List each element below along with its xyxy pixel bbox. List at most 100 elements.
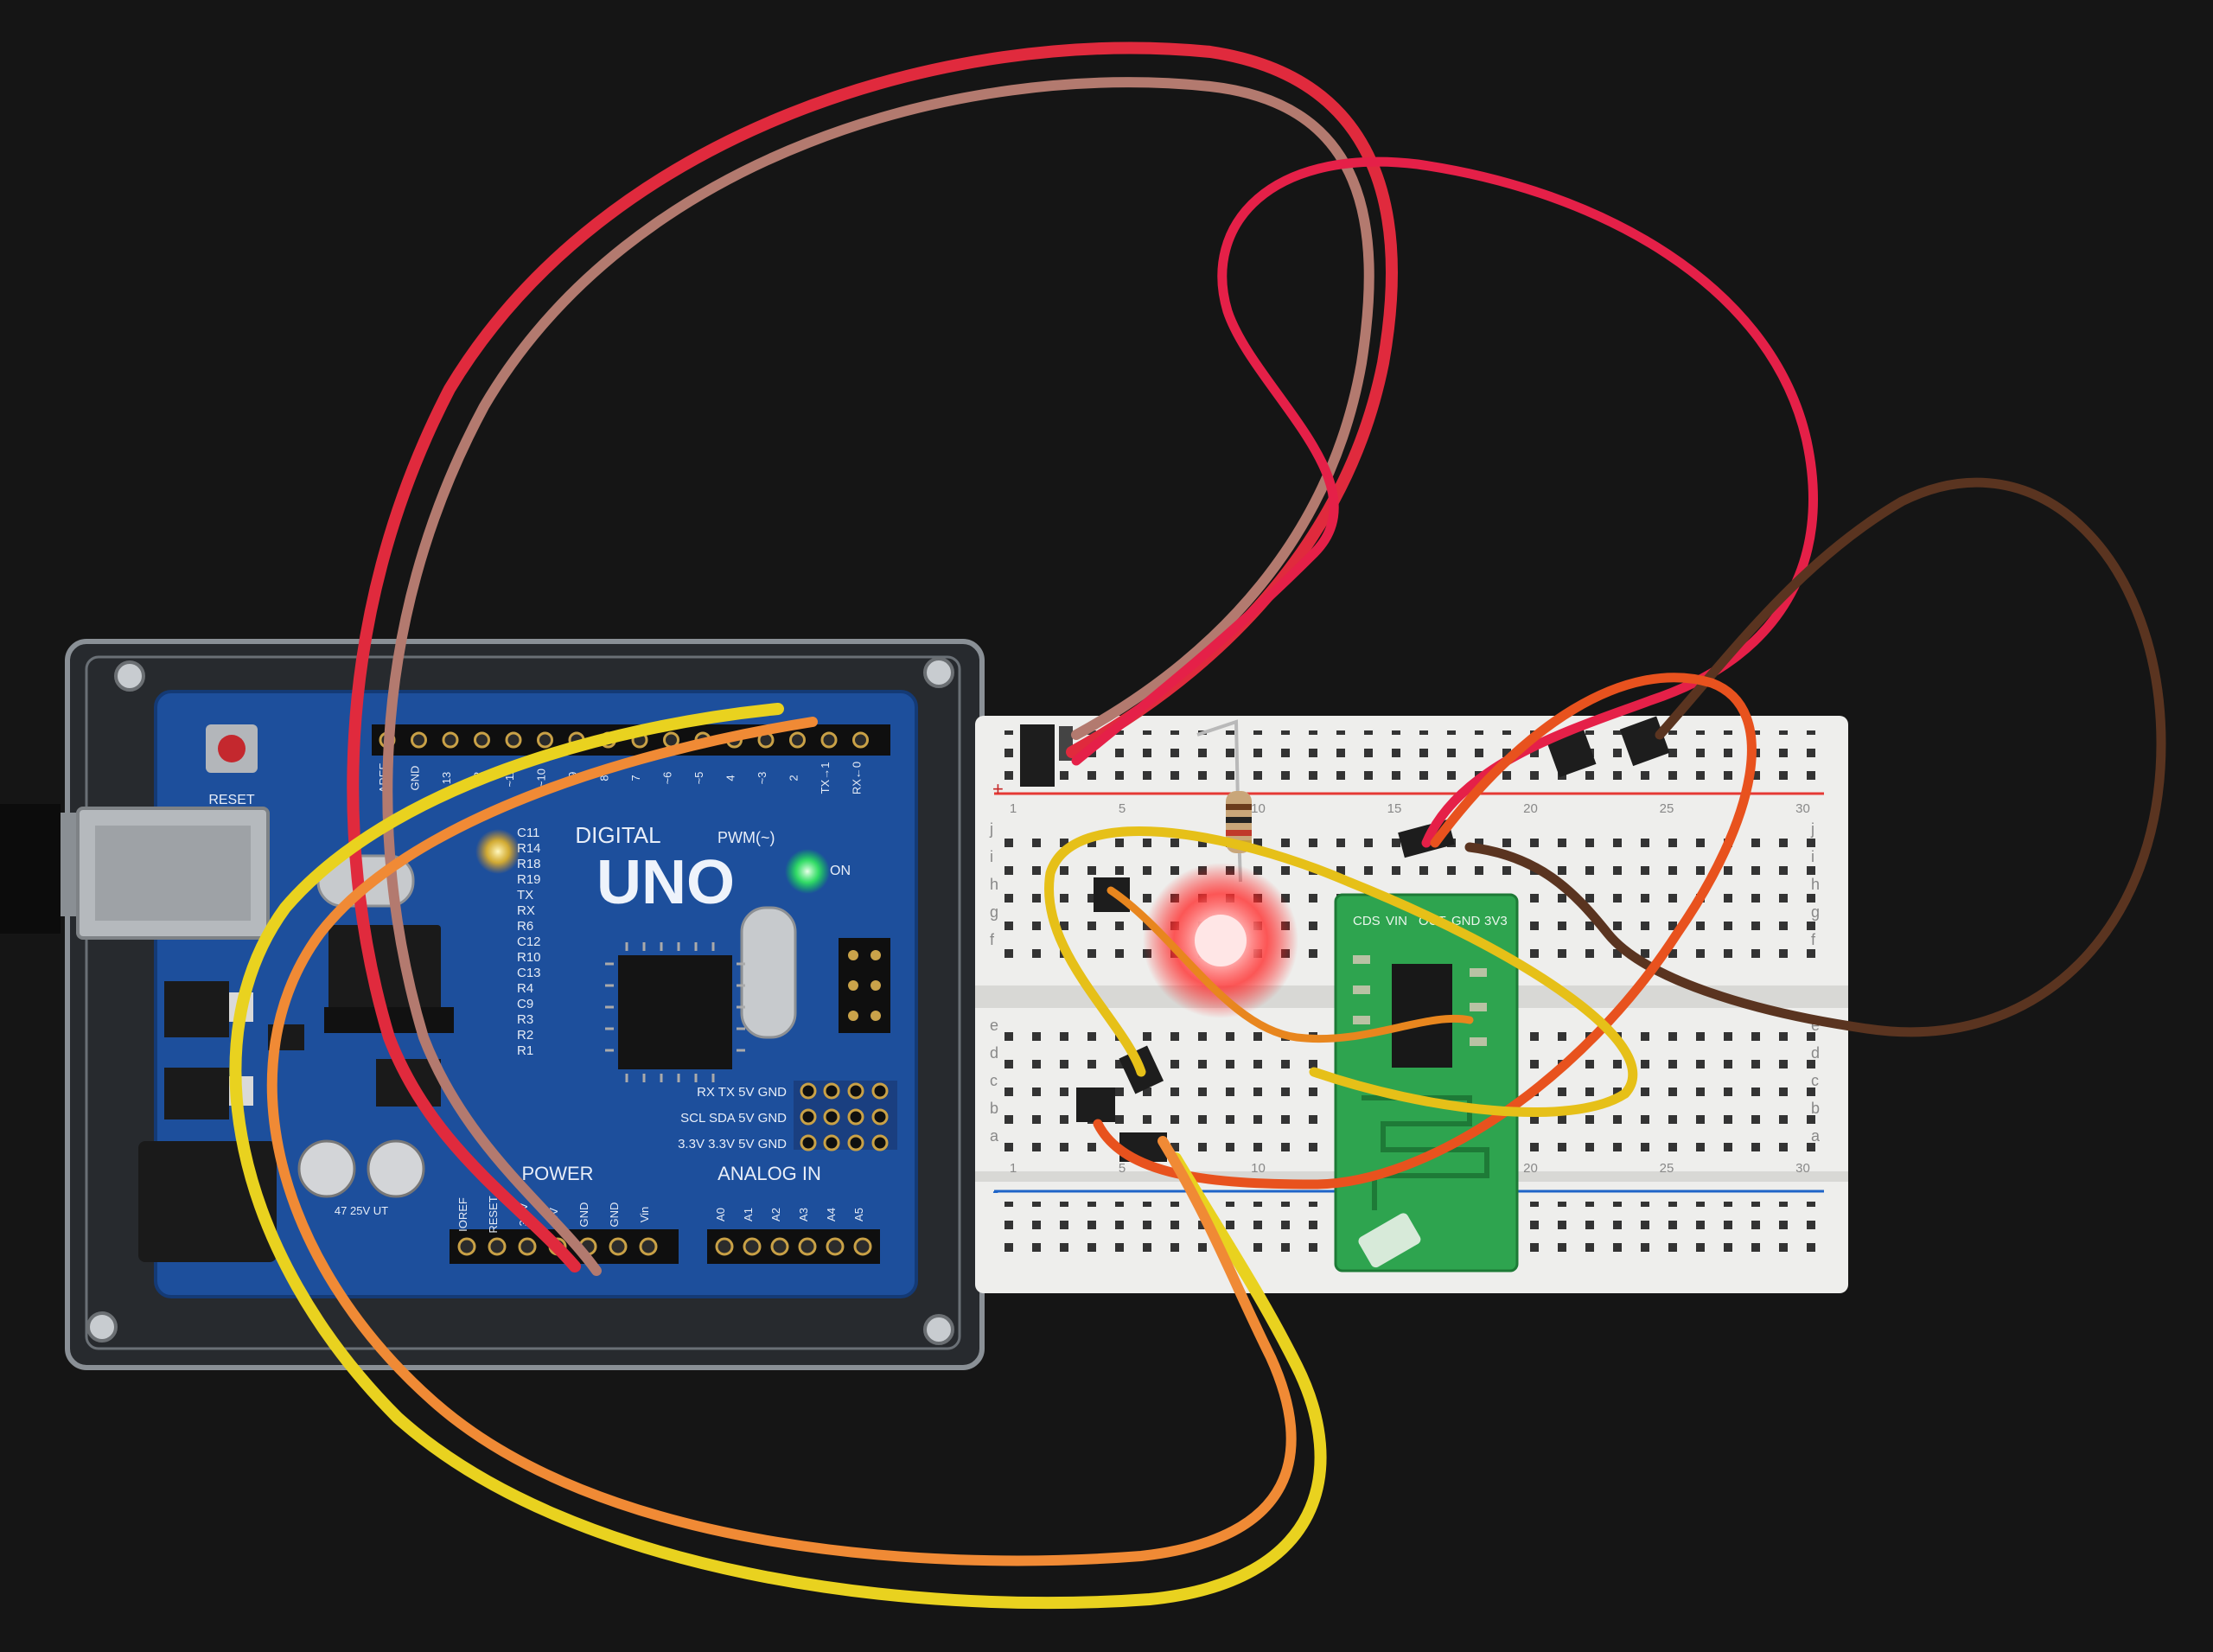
row-letter-top: j — [989, 820, 993, 838]
row-letter-top: g — [990, 903, 998, 921]
row-letter-top-right: g — [1811, 903, 1820, 921]
analog-pin-label: A0 — [714, 1208, 727, 1221]
digital-label: DIGITAL — [575, 822, 660, 848]
row-letter-top-right: f — [1811, 931, 1816, 948]
silkscreen-label: C13 — [517, 966, 541, 980]
row-letter-top-right: i — [1811, 848, 1814, 865]
column-number-top: 25 — [1660, 801, 1674, 816]
power-pin-label: GND — [577, 1202, 590, 1228]
power-pin-hole — [609, 1237, 628, 1256]
wire-brown-loop — [382, 77, 1374, 1276]
analog-pin-hole — [798, 1237, 817, 1256]
power-pin-hole — [518, 1237, 537, 1256]
column-number-bottom: 1 — [1010, 1161, 1017, 1176]
row-letter-bottom-right: d — [1811, 1044, 1820, 1062]
silkscreen-label: C12 — [517, 934, 541, 949]
digital-pin-hole — [820, 731, 838, 749]
wire-yellow-mid — [1044, 826, 1638, 1117]
header-row-1: RX TX 5V GND — [697, 1085, 787, 1100]
digital-pin-label: TX→1 — [819, 762, 832, 794]
pwm-label: PWM(~) — [717, 829, 775, 846]
red-led — [1143, 863, 1298, 1018]
row-letter-bottom-right: e — [1811, 1017, 1820, 1034]
row-letter-bottom: d — [990, 1044, 998, 1062]
reset-button[interactable]: RESET — [206, 724, 258, 807]
silkscreen-label: R10 — [517, 950, 541, 965]
power-pin-hole — [639, 1237, 658, 1256]
column-number-top: 30 — [1795, 801, 1810, 816]
digital-pin-hole — [411, 731, 427, 749]
column-number-bottom: 20 — [1523, 1161, 1538, 1176]
silkscreen-label: R14 — [517, 841, 541, 856]
column-number-top: 20 — [1523, 801, 1538, 816]
row-letter-top-right: h — [1811, 876, 1820, 893]
analog-pin-label: A4 — [825, 1208, 838, 1221]
wire-red-right — [1071, 156, 1818, 848]
silkscreen-label: R18 — [517, 857, 541, 871]
analog-pin-label: A1 — [742, 1208, 755, 1221]
wire-orange-big — [266, 717, 1297, 1566]
power-pin-label: GND — [608, 1202, 621, 1228]
wire-red-loop — [347, 41, 1398, 1272]
usb-connector — [0, 804, 270, 940]
silkscreen-label: C9 — [517, 997, 533, 1011]
sensor-pin-label: CDS — [1353, 914, 1381, 928]
dc-barrel-jack — [138, 1141, 277, 1262]
digital-pin-hole — [442, 731, 459, 749]
silkscreen-label: TX — [517, 888, 533, 903]
rail-minus-mark: - — [992, 1180, 998, 1202]
column-number-top: 5 — [1119, 801, 1126, 816]
row-letter-bottom: e — [990, 1017, 998, 1034]
header-row-3: 3.3V 3.3V 5V GND — [678, 1137, 787, 1151]
digital-pin-label: 7 — [629, 775, 642, 781]
column-numbers: 115510101515202025253030 — [1010, 801, 1810, 1176]
silkscreen-label: R2 — [517, 1028, 533, 1043]
power-pin-hole — [488, 1237, 507, 1256]
column-number-bottom: 5 — [1119, 1161, 1126, 1176]
column-number-top: 10 — [1251, 801, 1266, 816]
digital-pin-label: 2 — [788, 775, 800, 781]
digital-pin-label: 8 — [598, 775, 611, 781]
sensor-pin-label: GND — [1451, 914, 1481, 928]
silkscreen-label: R19 — [517, 872, 541, 887]
on-led-glow — [785, 849, 830, 894]
row-letter-bottom-right: c — [1811, 1072, 1819, 1089]
wire-orange-right — [1093, 673, 1757, 1190]
row-letter-top: f — [990, 931, 995, 948]
uno-logo: UNO — [596, 848, 735, 917]
wire-yellow-big — [229, 703, 1327, 1610]
sensor-pin-label: VIN — [1386, 914, 1407, 928]
digital-pin-label: ~5 — [692, 772, 705, 785]
digital-pin-label: ~10 — [535, 769, 548, 788]
silkscreen-label: R1 — [517, 1043, 533, 1058]
analog-pin-label: A2 — [769, 1208, 782, 1221]
silkscreen-label: C11 — [517, 826, 539, 840]
digital-pin-hole — [474, 731, 490, 749]
silkscreen-label: RX — [517, 903, 535, 918]
wires — [229, 41, 2166, 1610]
column-number-bottom: 25 — [1660, 1161, 1674, 1176]
row-letter-bottom-right: b — [1811, 1100, 1820, 1117]
silkscreen-label: R3 — [517, 1012, 533, 1027]
analog-pin-hole — [743, 1237, 762, 1256]
analog-pin-hole — [715, 1237, 734, 1256]
digital-pin-label: GND — [409, 766, 422, 791]
silkscreen-label: R4 — [517, 981, 533, 996]
digital-pin-label: 4 — [724, 775, 737, 781]
analog-pin-label: A5 — [852, 1208, 865, 1221]
row-letter-bottom: c — [990, 1072, 998, 1089]
reset-label: RESET — [208, 793, 255, 807]
digital-pin-label: RX←0 — [851, 762, 864, 794]
analog-pin-hole — [826, 1237, 845, 1256]
row-letter-top: i — [990, 848, 993, 865]
analog-label: ANALOG IN — [717, 1163, 821, 1184]
digital-pin-label: 13 — [440, 772, 453, 784]
digital-pin-label: ~3 — [756, 772, 768, 785]
icsp-header — [839, 938, 890, 1033]
row-letter-top: h — [990, 876, 998, 893]
row-letter-bottom: b — [990, 1100, 998, 1117]
digital-pin-hole — [852, 731, 869, 749]
